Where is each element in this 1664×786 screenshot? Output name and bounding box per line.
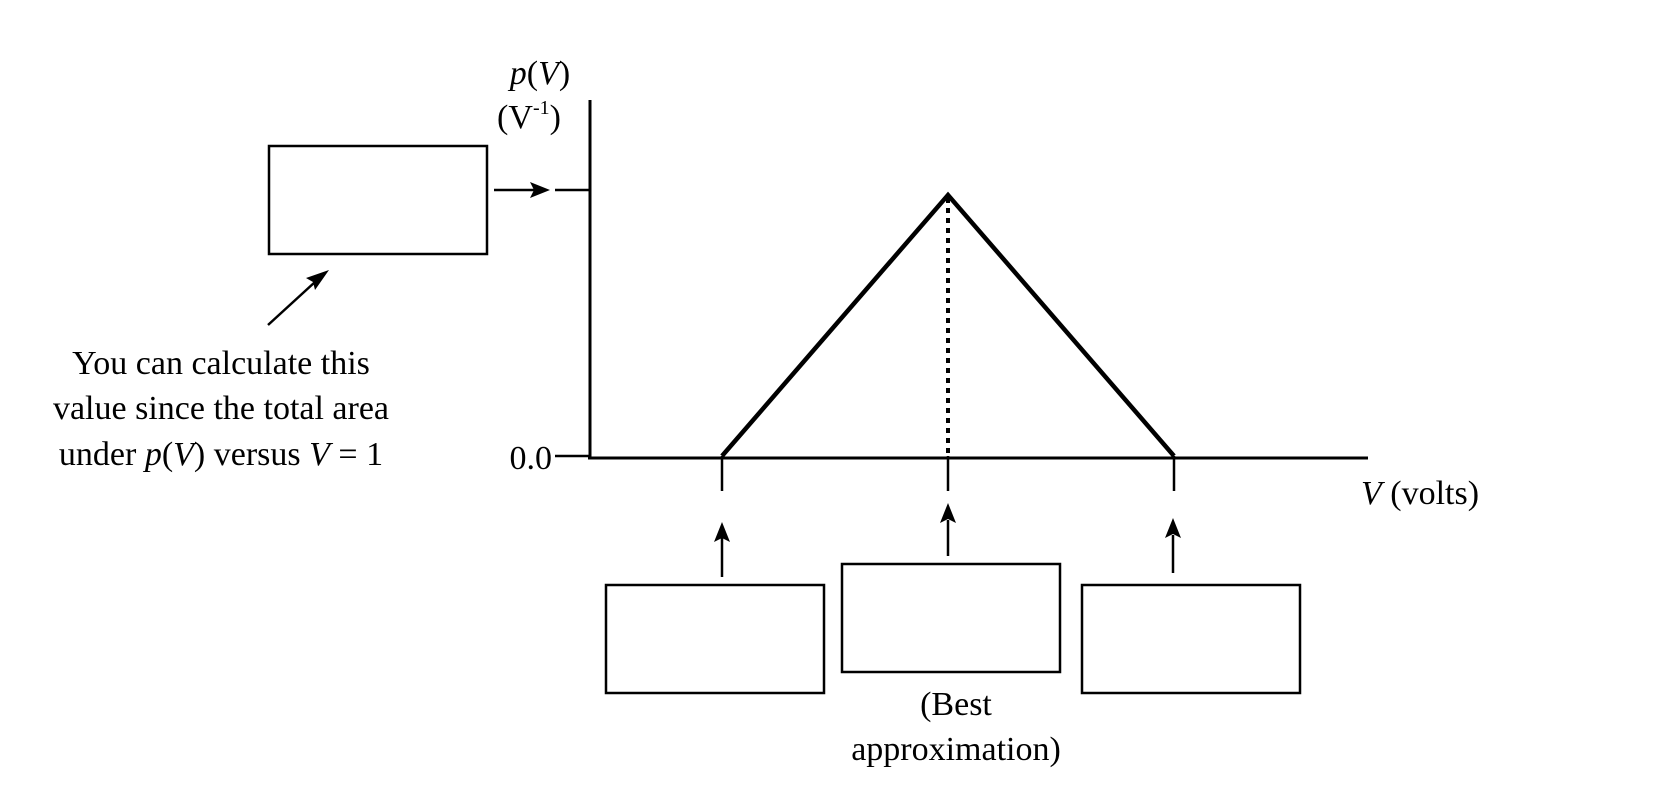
arrowhead-icon: [940, 503, 956, 523]
x-axis-label: V (volts): [1361, 475, 1479, 512]
zero-label: 0.0: [510, 440, 553, 477]
note-arrow: [267, 281, 316, 326]
note-line-2: value since the total area: [53, 390, 389, 427]
best-approximation-caption-2: approximation): [851, 731, 1061, 768]
arrowhead-icon: [714, 522, 730, 542]
note-line-3: under p(V) versus V = 1: [59, 436, 383, 473]
note-line-1: You can calculate this: [72, 345, 370, 382]
peak-height-answer-box[interactable]: [267, 144, 489, 256]
mode-answer-box[interactable]: [840, 562, 1062, 674]
lower-bound-answer-box[interactable]: [604, 583, 826, 695]
upper-bound-answer-box[interactable]: [1080, 583, 1302, 695]
y-axis-unit: (V-1): [497, 97, 561, 136]
arrowhead-icon: [1165, 518, 1181, 538]
arrowhead-icon: [530, 182, 550, 198]
best-approximation-caption-1: (Best: [920, 686, 992, 723]
y-axis-label: p(V): [508, 55, 570, 92]
arrowhead-icon: [306, 270, 329, 290]
triangle-distribution: [720, 191, 1176, 458]
